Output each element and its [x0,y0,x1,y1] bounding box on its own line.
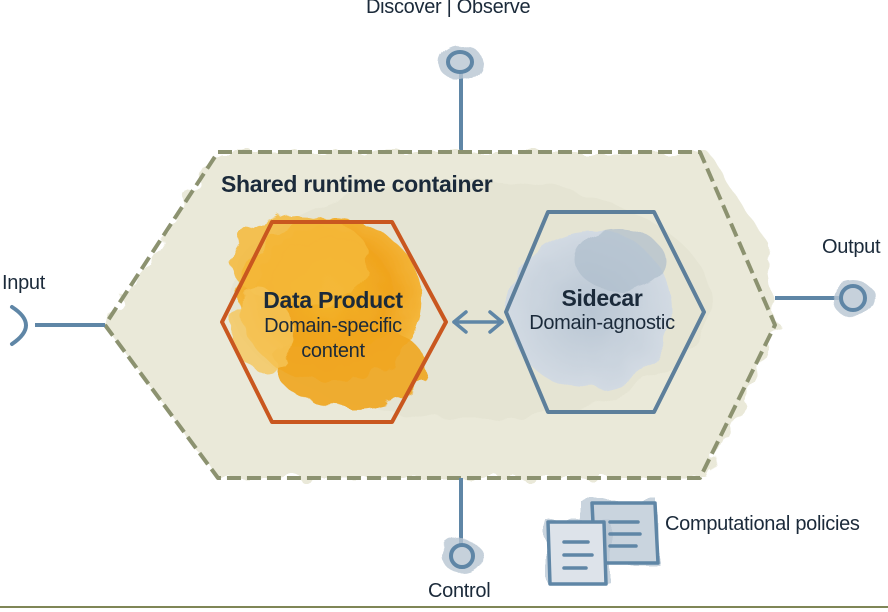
control-connector [442,478,482,573]
computational-policies-label: Computational policies [665,513,860,535]
sidecar-subtitle: Domain-agnostic [529,312,675,334]
output-connector [775,280,875,316]
control-port-icon [449,543,475,569]
sidecar-watercolor [508,230,672,390]
discover-connector [438,44,482,152]
sidecar-hexagon [504,210,706,414]
control-label: Control [428,580,491,602]
data-product-subtitle-line1: Domain-specific [264,315,402,337]
sidecar-title: Sidecar [561,285,643,311]
bottom-divider [0,606,888,608]
computational-policies-icon [546,500,660,586]
container-title: Shared runtime container [221,171,493,197]
data-product-subtitle-line2: content [301,340,365,362]
data-product-label: Data Product Domain-specific content [244,287,422,364]
bidirectional-arrow [452,310,504,334]
input-label: Input [2,272,45,294]
output-label: Output [822,236,881,258]
data-product-hexagon [220,220,448,424]
input-connector [10,305,105,346]
output-port-halo [831,280,875,316]
discover-port-halo [438,44,482,80]
discover-observe-label: Discover | Observe [366,0,531,18]
data-product-title: Data Product [263,287,403,313]
discover-port-icon [446,50,474,74]
data-product-watercolor [230,215,425,407]
sidecar-label: Sidecar Domain-agnostic [512,285,692,335]
output-port-icon [839,284,867,312]
control-port-halo [442,539,482,573]
input-port-icon [10,305,28,346]
